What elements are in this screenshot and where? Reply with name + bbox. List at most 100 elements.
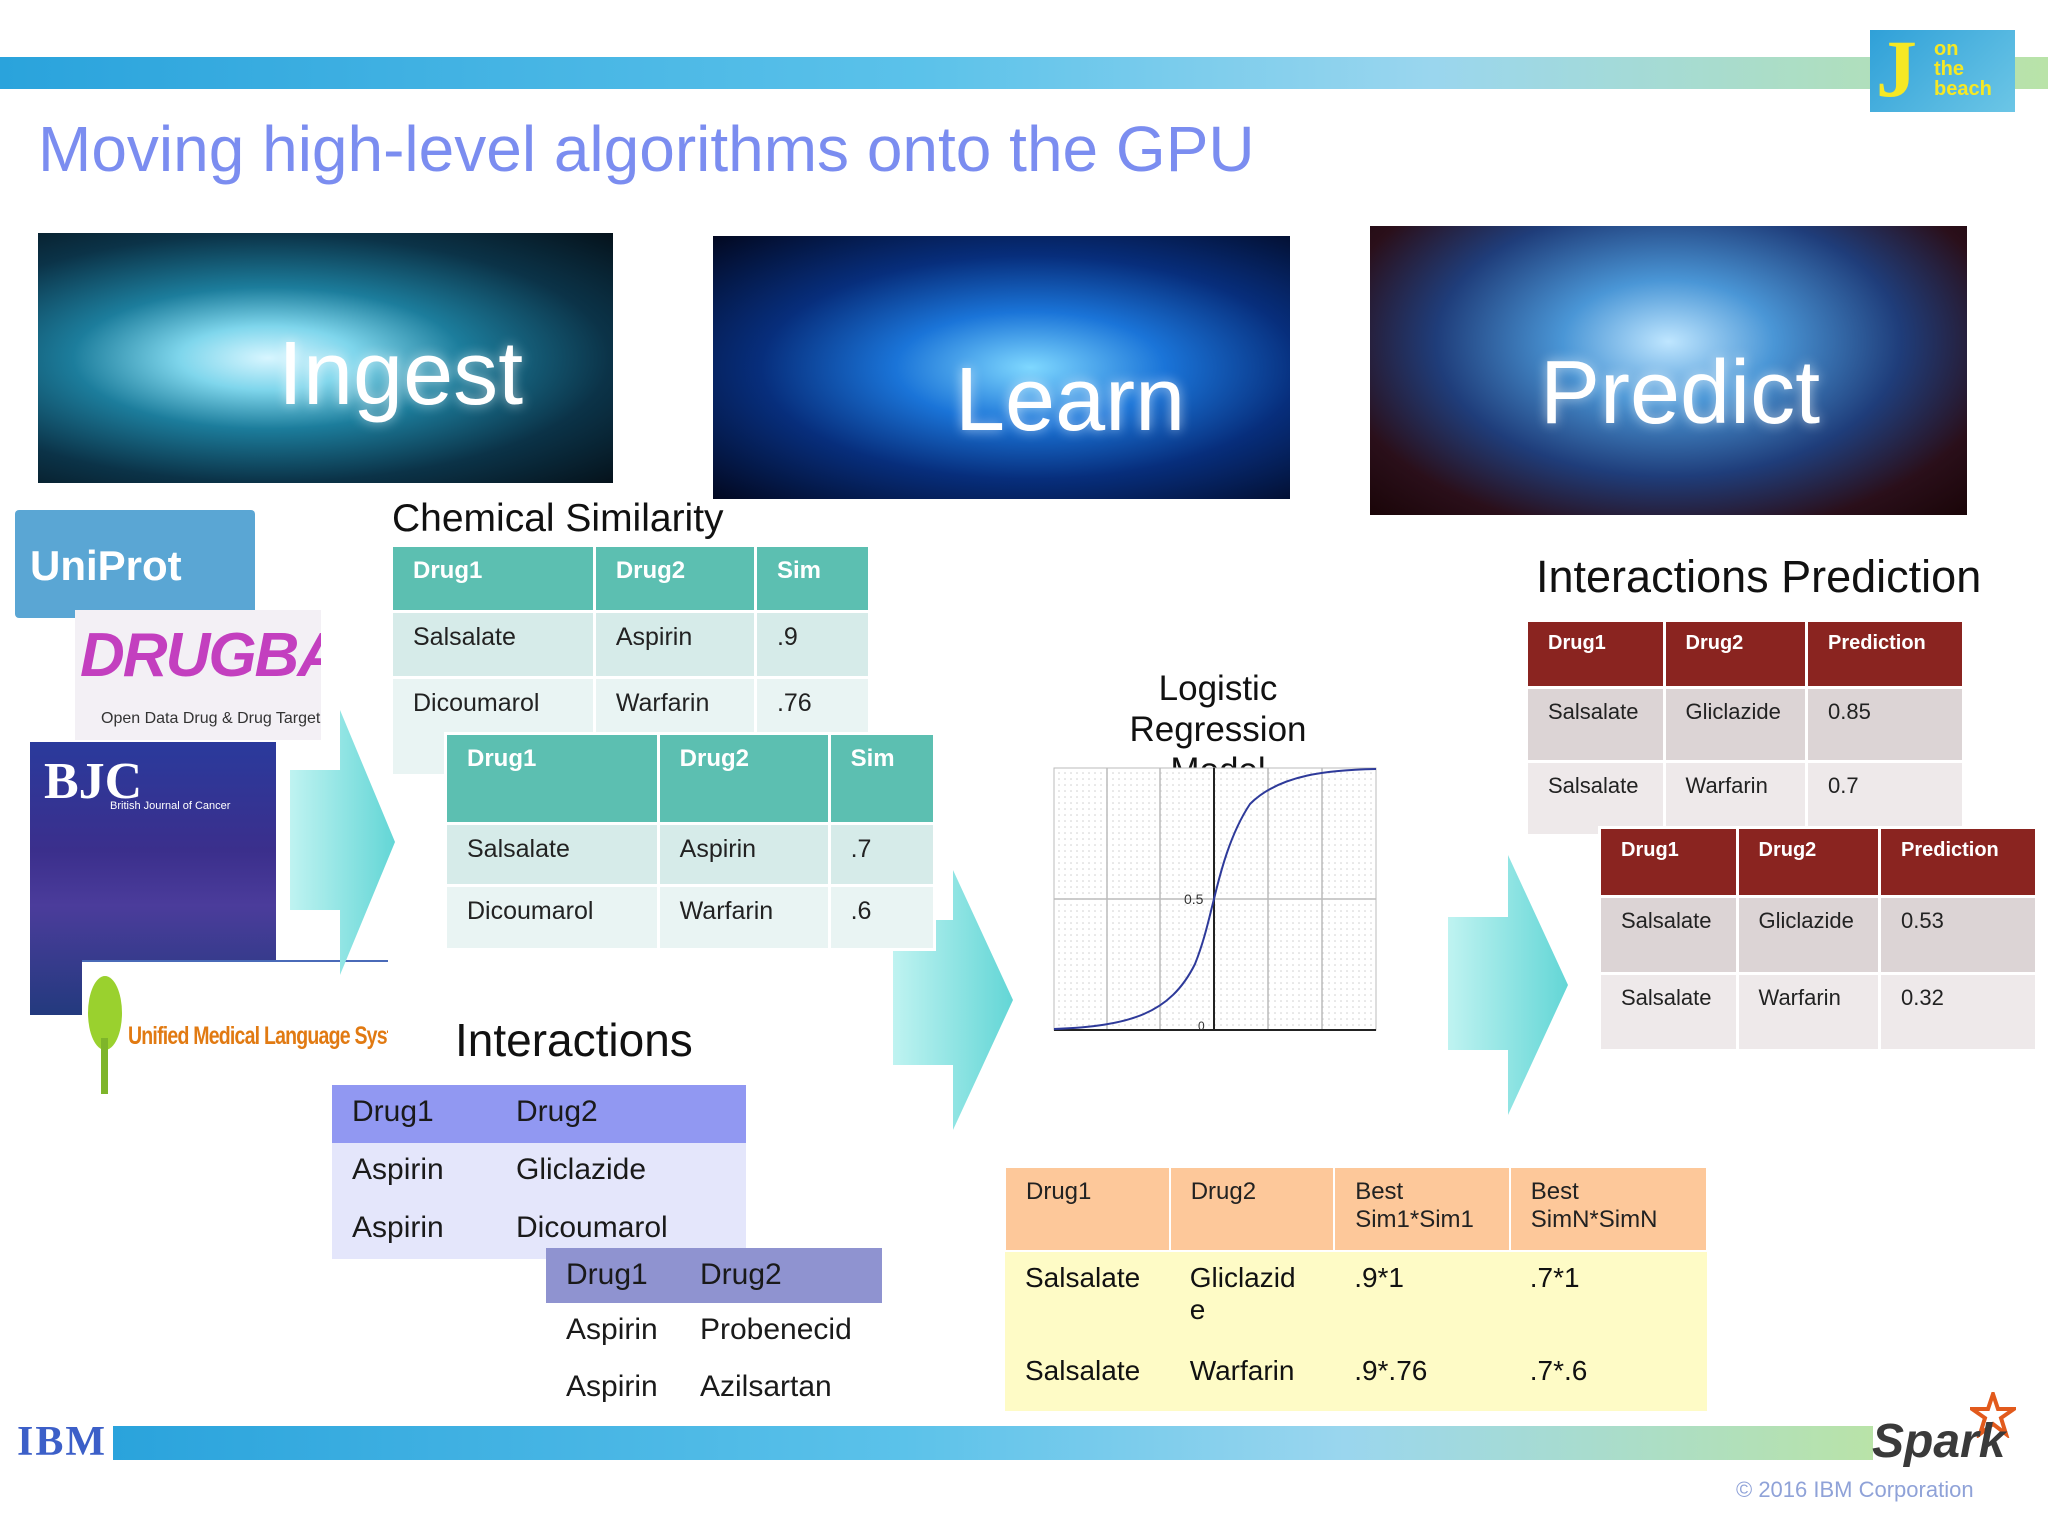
model-title-line-2: Regression xyxy=(1129,710,1307,749)
header-drug1: Drug1 xyxy=(1598,826,1739,898)
interactions-title: Interactions xyxy=(455,1014,693,1066)
umls-logo: Unified Medical Language System xyxy=(82,960,388,1114)
header-drug2: Drug2 xyxy=(700,1258,782,1291)
ibm-logo: IBM xyxy=(17,1419,107,1465)
umls-logo-text: Unified Medical Language System xyxy=(128,1022,388,1050)
chemical-similarity-title: Chemical Similarity xyxy=(392,497,724,540)
cell: Dicoumarol xyxy=(444,884,660,951)
model-title-line-1: Logistic xyxy=(1158,669,1278,708)
tick-label-0: 0 xyxy=(1198,1019,1205,1033)
cell: Warfarin xyxy=(656,884,831,951)
header-drug2: Drug2 xyxy=(656,732,831,825)
cell: .9*1 xyxy=(1354,1262,1405,1293)
cell: Azilsartan xyxy=(700,1370,832,1403)
copyright-footer: © 2016 IBM Corporation xyxy=(1736,1477,1974,1502)
cell: Gliclazide xyxy=(516,1153,647,1186)
cell: Dicoumarol xyxy=(390,676,596,777)
header-sim: Sim xyxy=(753,544,872,613)
cell: Warfarin xyxy=(1662,760,1808,837)
header-drug2: Drug2 xyxy=(1662,619,1808,689)
bjc-logo-subtitle: British Journal of Cancer xyxy=(110,800,231,812)
header-drug1: Drug1 xyxy=(566,1258,648,1291)
conference-logo-word-3: beach xyxy=(1934,78,1992,100)
header-prediction: Prediction xyxy=(1804,619,1966,689)
cell: Dicoumarol xyxy=(516,1211,668,1244)
tick-label-0.5: 0.5 xyxy=(1184,891,1204,907)
header-drug1: Drug1 xyxy=(352,1095,434,1128)
header-drug1: Drug1 xyxy=(1525,619,1666,689)
cell: Aspirin xyxy=(656,822,831,887)
header-drug1: Drug1 xyxy=(1004,1166,1171,1252)
uniprot-logo-text: UniProt xyxy=(30,542,182,589)
header-drug1: Drug1 xyxy=(390,544,596,613)
cell: Salsalate xyxy=(1025,1355,1141,1386)
ingest-image: Ingest xyxy=(38,233,613,483)
learn-label: Learn xyxy=(955,350,1186,450)
sigmoid-curve xyxy=(1053,768,1377,1030)
header-prediction: Prediction xyxy=(1877,826,2039,898)
cell: Salsalate xyxy=(1598,895,1739,975)
bjc-logo-text: BJC xyxy=(44,753,143,810)
header-drug2: Drug2 xyxy=(516,1095,598,1128)
conference-logo-word-1: on xyxy=(1934,38,1959,60)
uniprot-logo: UniProt xyxy=(15,510,255,618)
bottom-banner-bar xyxy=(113,1426,1873,1460)
drugbank-logo-text: DRUGBANK xyxy=(80,621,321,690)
header-drug1: Drug1 xyxy=(444,732,660,825)
conference-logo-letter: J xyxy=(1876,30,1917,112)
cell: Gliclazide xyxy=(1662,686,1808,763)
cell: Salsalate xyxy=(1525,686,1666,763)
cell: Aspirin xyxy=(566,1370,658,1403)
cell: Gliclazide xyxy=(1735,895,1881,975)
cell: 0.53 xyxy=(1877,895,2039,975)
header-drug2: Drug2 xyxy=(592,544,757,613)
cell: .7*.6 xyxy=(1529,1355,1588,1386)
slide-title: Moving high-level algorithms onto the GP… xyxy=(38,113,1255,185)
header-drug2: Drug2 xyxy=(1168,1166,1336,1252)
cell: Aspirin xyxy=(566,1313,658,1346)
cell: 0.7 xyxy=(1804,760,1966,837)
predict-label: Predict xyxy=(1540,343,1821,443)
predict-image: Predict xyxy=(1370,226,1967,515)
drugbank-logo: DRUGBANK Open Data Drug & Drug Target Da… xyxy=(75,610,321,740)
learn-image: Learn xyxy=(713,236,1290,499)
cell: Salsalate xyxy=(444,822,660,887)
spark-logo: Spark xyxy=(1870,1392,2020,1472)
cell: Aspirin xyxy=(592,610,757,679)
cell: .9*.76 xyxy=(1354,1355,1428,1386)
arrow-model-to-predict xyxy=(1448,855,1568,1115)
cell: Salsalate xyxy=(1525,760,1666,837)
header-drug2: Drug2 xyxy=(1735,826,1881,898)
ingest-label: Ingest xyxy=(278,324,524,424)
cell: Salsalate xyxy=(1025,1262,1141,1293)
cell: Warfarin xyxy=(1735,972,1881,1052)
spark-star-icon xyxy=(1970,1392,2016,1438)
cell: Probenecid xyxy=(700,1313,852,1346)
conference-logo: J on the beach xyxy=(1870,30,2015,112)
cell: Aspirin xyxy=(352,1211,444,1244)
spark-logo-text: Spark xyxy=(1872,1415,2006,1468)
tree-icon xyxy=(84,976,124,1102)
cell: 0.85 xyxy=(1804,686,1966,763)
cell: Warfarin xyxy=(1189,1355,1295,1386)
arrow-ingest-to-learn xyxy=(290,710,395,975)
drugbank-logo-subtitle: Open Data Drug & Drug Target Database xyxy=(101,710,321,727)
top-banner-bar xyxy=(0,57,2048,89)
interactions-prediction-title: Interactions Prediction xyxy=(1536,551,1982,602)
cell: .6 xyxy=(827,884,937,951)
header-sim: Sim xyxy=(827,732,937,825)
cell: .9 xyxy=(753,610,872,679)
cell: .7*1 xyxy=(1529,1262,1580,1293)
cell: .7 xyxy=(827,822,937,887)
cell: Salsalate xyxy=(390,610,596,679)
